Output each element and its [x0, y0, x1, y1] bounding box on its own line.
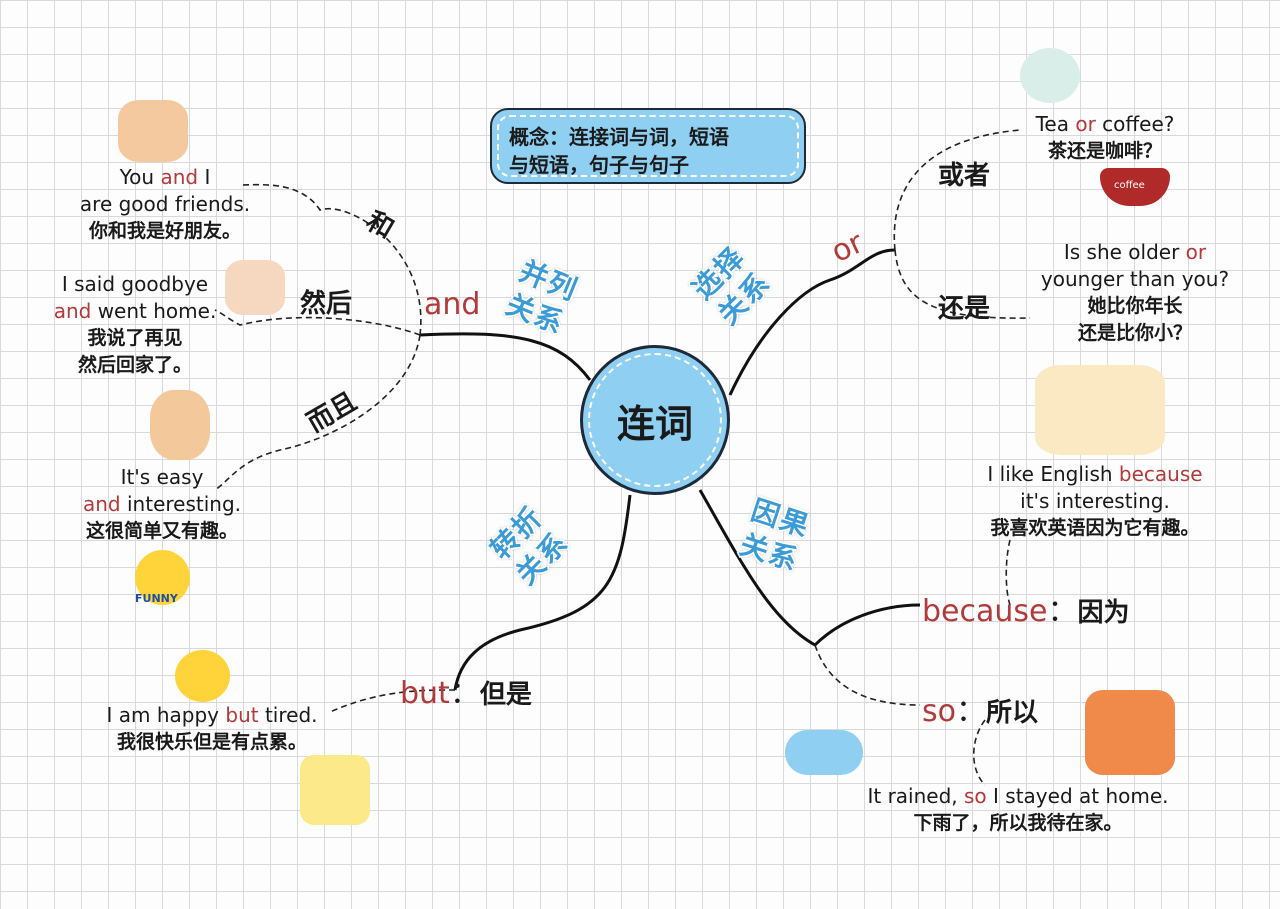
concept-box: 概念：连接词与词，短语 与短语，句子与句子	[490, 108, 806, 184]
example-or-2: Is she older or younger than you?她比你年长还是…	[1040, 240, 1230, 344]
tea-cup-illustration	[1020, 48, 1080, 103]
concept-line-2: 与短语，句子与句子	[509, 153, 689, 177]
branch-because: because：因为	[922, 594, 1130, 629]
kids-abc-illustration	[1035, 365, 1165, 455]
concept-line-1: 概念：连接词与词，短语	[509, 125, 729, 149]
branch-but: but：但是	[400, 676, 532, 711]
wink-emoji-icon	[175, 650, 230, 702]
example-and-2: I said goodbye and went home. 我说了再见然后回家了…	[53, 272, 217, 376]
branch-so: so：所以	[922, 694, 1038, 729]
sub-or-haishi: 还是	[938, 294, 991, 324]
coffee-cup-illustration: coffee	[1100, 168, 1170, 206]
example-so: It rained, so I stayed at home. 下雨了，所以我待…	[867, 784, 1169, 834]
family-at-home-illustration	[1085, 690, 1175, 775]
example-but: I am happy but tired. 我很快乐但是有点累。	[106, 703, 318, 753]
boy-thumbs-up-illustration	[150, 390, 210, 460]
example-or-1: Tea or coffee? 茶还是咖啡？	[1035, 112, 1175, 162]
sub-or-huozhe: 或者	[938, 161, 991, 191]
goodbye-illustration	[225, 260, 285, 315]
funny-emoji-icon: FUNNY	[135, 550, 190, 605]
example-because: I like English because it's interesting.…	[987, 462, 1203, 539]
example-and-3: It's easy and interesting. 这很简单又有趣。	[82, 465, 242, 542]
example-and-1: You and I are good friends.你和我是好朋友。	[79, 165, 251, 242]
tired-bunny-illustration	[300, 755, 370, 825]
friends-illustration	[118, 100, 188, 162]
rain-cloud-icon	[785, 730, 863, 775]
branch-and: and	[424, 287, 481, 322]
sub-and-ranhou: 然后	[300, 289, 353, 319]
center-node: 连词	[580, 345, 730, 495]
center-title: 连词	[616, 401, 693, 446]
